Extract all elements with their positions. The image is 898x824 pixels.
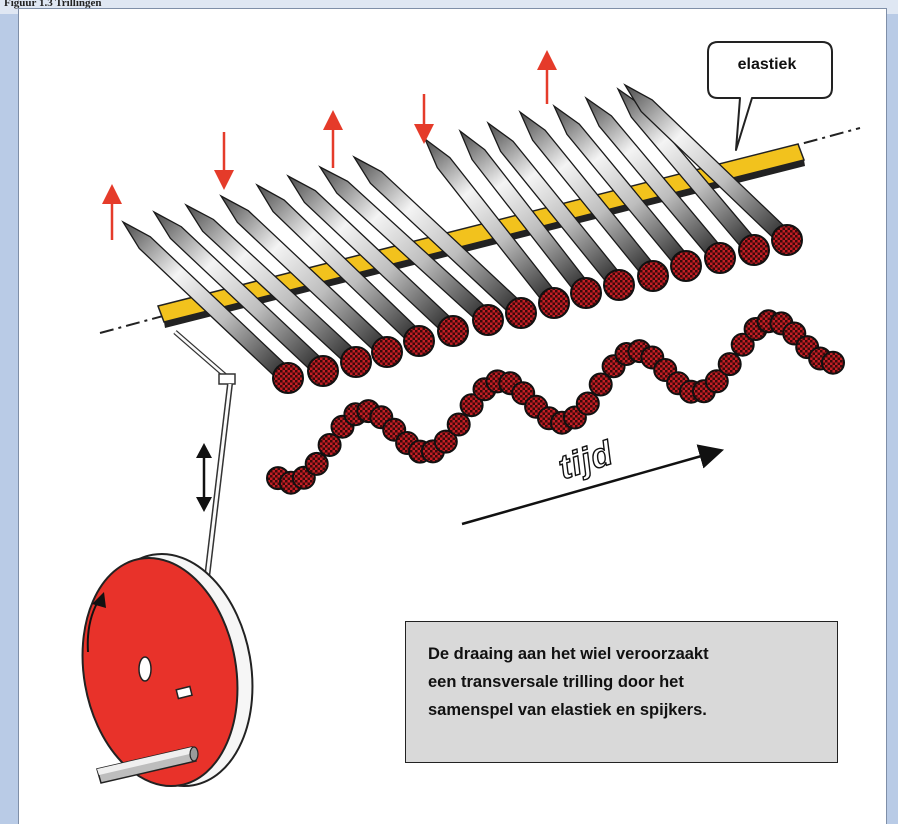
elastic-label: elastiek [708,56,826,74]
nail-head [604,270,634,300]
double-arrow-icon [196,443,212,512]
wave-head [822,352,844,374]
explanation-text: De draaing aan het wiel veroorzaakt een … [428,640,817,724]
nail-head [539,288,569,318]
wave-heads [267,310,844,493]
wheel [65,541,270,799]
nail-head [772,225,802,255]
nail-head [571,278,601,308]
wave-head [719,353,741,375]
nail-head [372,337,402,367]
nail-head [739,235,769,265]
wave-head [577,393,599,415]
nail-head [273,363,303,393]
wave-head [306,453,328,475]
nail-head [671,251,701,281]
nail-head [638,261,668,291]
nail-head [473,305,503,335]
nail-head [308,356,338,386]
wheel-hole [139,657,151,681]
nail-head [341,347,371,377]
nail-head [705,243,735,273]
explanation-box: De draaing aan het wiel veroorzaakt een … [405,621,838,763]
nail-head [506,298,536,328]
nail-head [438,316,468,346]
wave-head [448,414,470,436]
nail-head [404,326,434,356]
